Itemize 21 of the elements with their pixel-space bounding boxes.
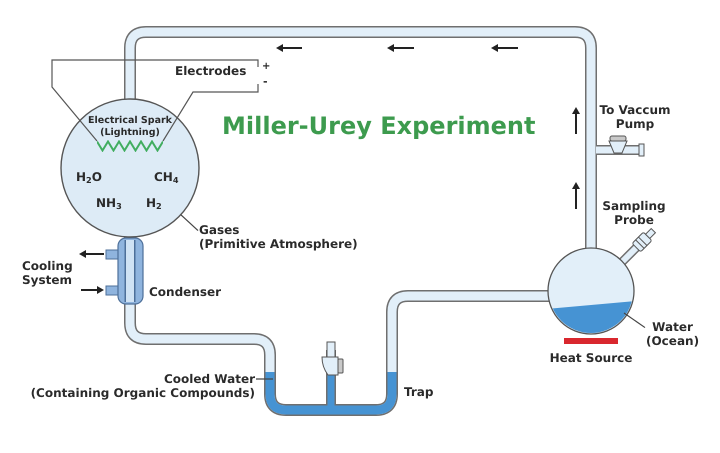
title: Miller-Urey Experiment bbox=[222, 112, 536, 140]
flask-label: Electrical Spark (Lightning) bbox=[88, 115, 172, 138]
formula-label: H$_{2}$ bbox=[146, 196, 162, 210]
terminal-sign: - bbox=[263, 76, 268, 88]
callout-label: Water (Ocean) bbox=[646, 320, 700, 348]
formula-label: NH$_{3}$ bbox=[96, 196, 122, 210]
terminal-sign: + bbox=[262, 61, 270, 72]
formula-label: CH$_{4}$ bbox=[154, 170, 179, 184]
round-flask bbox=[60, 98, 200, 238]
part-label: To Vaccum Pump bbox=[600, 103, 670, 131]
part-label: Electrodes bbox=[175, 64, 246, 78]
part-label: Cooling System bbox=[22, 259, 73, 287]
part-label: Sampling Probe bbox=[602, 199, 666, 227]
leader-line bbox=[180, 214, 198, 231]
callout-label: Cooled Water (Containing Organic Compounds) bbox=[30, 372, 255, 400]
leader-line bbox=[256, 378, 273, 380]
formula-label: H$_{2}$O bbox=[76, 170, 102, 184]
part-label: Trap bbox=[404, 385, 434, 399]
part-label: Condenser bbox=[149, 285, 222, 299]
callout-label: Gases (Primitive Atmosphere) bbox=[199, 223, 358, 251]
part-label: Heat Source bbox=[550, 351, 632, 365]
